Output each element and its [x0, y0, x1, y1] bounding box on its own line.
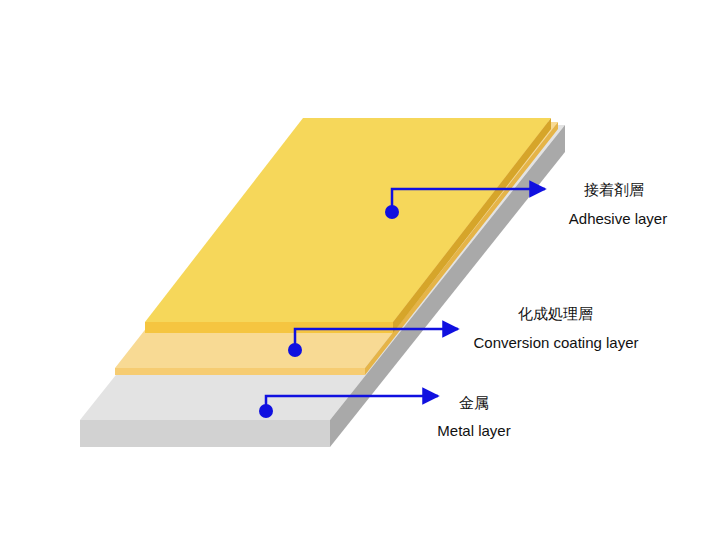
- layer-name-ja: 金属: [459, 394, 489, 412]
- adhesive-layer: [145, 118, 551, 333]
- layer-name-ja: 化成処理層: [518, 305, 593, 323]
- layer-name-en: Adhesive layer: [569, 210, 667, 228]
- adhesive-side: [393, 118, 551, 333]
- adhesive-front: [145, 322, 393, 333]
- leader-lines: [266, 189, 545, 411]
- layer-name-en: Metal layer: [437, 422, 510, 440]
- adhesive-top: [145, 118, 551, 322]
- callout-dot: [385, 205, 399, 219]
- callout-dot: [259, 404, 273, 418]
- leader-line: [295, 329, 458, 350]
- callout-dot: [288, 343, 302, 357]
- callout-dots: [259, 205, 399, 418]
- leader-line: [266, 396, 438, 411]
- layer-name-en: Conversion coating layer: [473, 334, 638, 352]
- layer-name-ja: 接着剤層: [584, 181, 644, 199]
- leader-line: [392, 189, 545, 212]
- metal-front: [80, 420, 330, 447]
- conversion-front: [115, 368, 365, 375]
